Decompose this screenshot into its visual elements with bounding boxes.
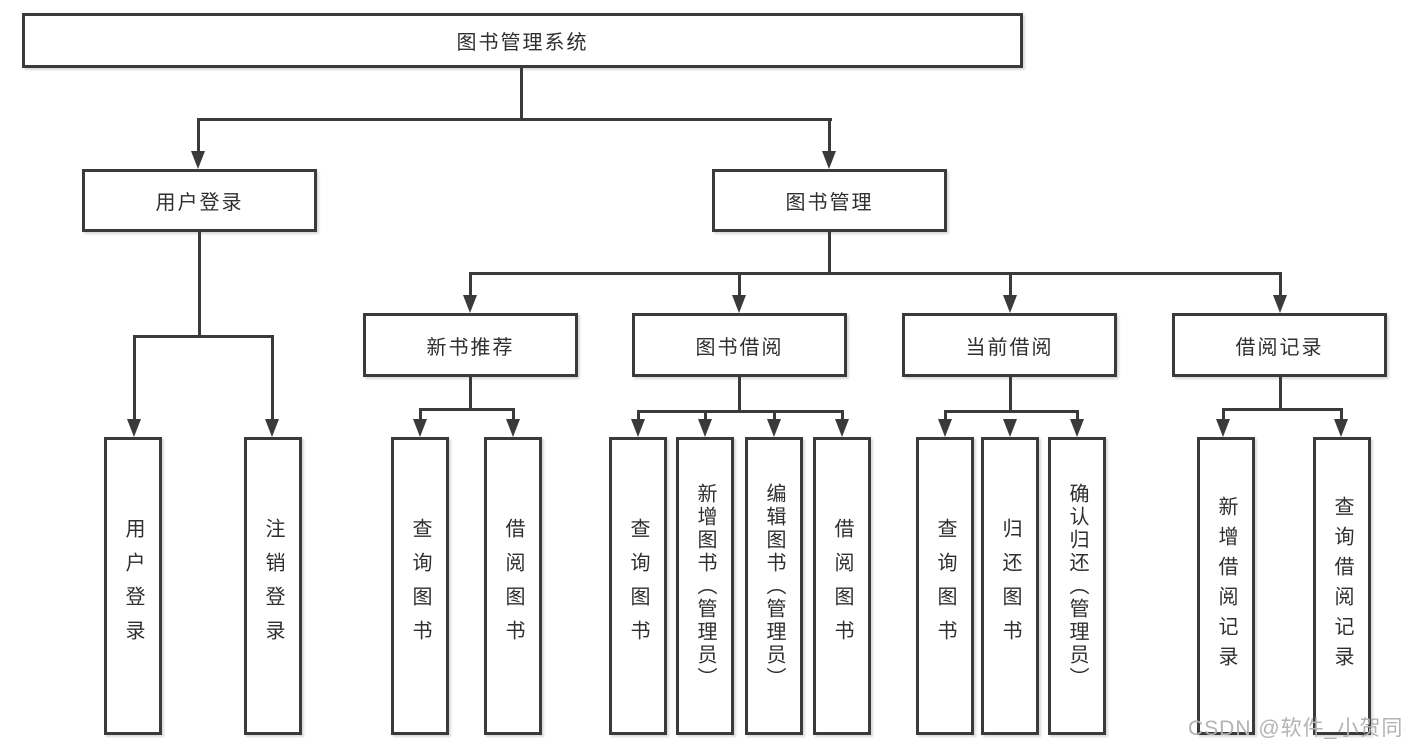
csdn-watermark: CSDN @软件_小贺同学 — [1188, 717, 1405, 740]
connector-stem — [828, 232, 831, 275]
arrow-down-icon — [1003, 295, 1017, 313]
leaf-label: 查询图书 — [934, 518, 956, 654]
arrow-down-icon — [1070, 419, 1084, 437]
arrow-down-icon — [506, 419, 520, 437]
leaf-label: 用户登录 — [122, 518, 144, 654]
connector-drop — [419, 408, 422, 421]
leaf-label: 新增借阅记录 — [1215, 496, 1237, 676]
connector-drop — [469, 272, 472, 297]
arrow-down-icon — [1273, 295, 1287, 313]
node-label: 用户登录 — [155, 192, 244, 214]
arrow-down-icon — [767, 419, 781, 437]
node-current-borrow: 当前借阅 — [902, 313, 1117, 377]
connector-stem — [469, 377, 472, 410]
arrow-down-icon — [835, 419, 849, 437]
connector-drop — [637, 410, 640, 421]
connector-drop — [1340, 408, 1343, 421]
node-label: 图书管理系统 — [456, 32, 589, 54]
connector-drop — [512, 408, 515, 421]
leaf-add-borrow-record: 新增借阅记录 — [1197, 437, 1255, 735]
connector-drop — [1279, 272, 1282, 297]
connector-stem — [738, 376, 741, 412]
node-book-management: 图书管理 — [712, 169, 947, 232]
arrow-down-icon — [698, 419, 712, 437]
leaf-label: 借阅图书 — [502, 518, 524, 654]
connector-bar — [419, 408, 515, 411]
connector-drop — [1076, 410, 1079, 421]
leaf-query-borrow-record: 查询借阅记录 — [1313, 437, 1371, 735]
leaf-return-book: 归还图书 — [981, 437, 1039, 735]
leaf-label: 新增图书（管理员） — [694, 482, 716, 690]
arrow-down-icon — [463, 295, 477, 313]
arrow-down-icon — [1216, 419, 1230, 437]
connector-stem — [198, 232, 201, 338]
leaf-query-book-recommend: 查询图书 — [391, 437, 449, 735]
arrow-down-icon — [938, 419, 952, 437]
arrow-down-icon — [1003, 419, 1017, 437]
leaf-label: 编辑图书（管理员） — [763, 482, 785, 690]
leaf-label: 确认归还（管理员） — [1066, 482, 1088, 690]
connector-root-bar — [197, 118, 832, 121]
arrow-down-icon — [822, 151, 836, 169]
connector-drop — [271, 335, 274, 421]
leaf-label: 查询图书 — [627, 518, 649, 654]
connector-bar — [469, 272, 1282, 275]
leaf-confirm-return-admin: 确认归还（管理员） — [1048, 437, 1106, 735]
arrow-down-icon — [265, 419, 279, 437]
leaf-query-book-borrow: 查询图书 — [609, 437, 667, 735]
node-new-book-recommend: 新书推荐 — [363, 313, 578, 377]
arrow-down-icon — [191, 151, 205, 169]
connector-drop — [944, 410, 947, 421]
node-label: 图书借阅 — [695, 336, 784, 359]
connector-root-stem — [520, 68, 523, 120]
connector-drop — [1009, 272, 1012, 297]
arrow-down-icon — [1334, 419, 1348, 437]
node-label: 新书推荐 — [426, 336, 515, 359]
connector-drop — [828, 118, 831, 153]
connector-stem — [1009, 376, 1012, 412]
connector-bar — [133, 335, 274, 338]
connector-drop — [1222, 408, 1225, 421]
leaf-label: 归还图书 — [999, 518, 1021, 654]
node-library-management-system: 图书管理系统 — [22, 13, 1023, 68]
connector-drop — [704, 410, 707, 421]
node-label: 借阅记录 — [1235, 336, 1324, 359]
leaf-logout: 注销登录 — [244, 437, 302, 735]
node-user-login: 用户登录 — [82, 169, 317, 232]
leaf-user-login: 用户登录 — [104, 437, 162, 735]
arrow-down-icon — [127, 419, 141, 437]
leaf-query-book-current: 查询图书 — [916, 437, 974, 735]
leaf-borrow-book: 借阅图书 — [813, 437, 871, 735]
node-borrow-records: 借阅记录 — [1172, 313, 1387, 377]
leaf-borrow-book-recommend: 借阅图书 — [484, 437, 542, 735]
node-label: 图书管理 — [785, 192, 874, 214]
connector-drop — [738, 272, 741, 297]
leaf-add-book-admin: 新增图书（管理员） — [676, 437, 734, 735]
arrow-down-icon — [413, 419, 427, 437]
connector-drop — [197, 118, 200, 153]
connector-bar — [1222, 408, 1343, 411]
leaf-label: 查询图书 — [409, 518, 431, 654]
leaf-label: 注销登录 — [262, 518, 284, 654]
connector-drop — [841, 410, 844, 421]
node-book-borrow: 图书借阅 — [632, 313, 847, 377]
leaf-label: 查询借阅记录 — [1331, 496, 1353, 676]
leaf-edit-book-admin: 编辑图书（管理员） — [745, 437, 803, 735]
arrow-down-icon — [631, 419, 645, 437]
connector-bar — [637, 410, 844, 413]
connector-drop — [773, 410, 776, 421]
connector-stem — [1279, 376, 1282, 410]
leaf-label: 借阅图书 — [831, 518, 853, 654]
connector-bar — [944, 410, 1079, 413]
connector-drop — [133, 335, 136, 421]
node-label: 当前借阅 — [965, 336, 1054, 359]
arrow-down-icon — [732, 295, 746, 313]
